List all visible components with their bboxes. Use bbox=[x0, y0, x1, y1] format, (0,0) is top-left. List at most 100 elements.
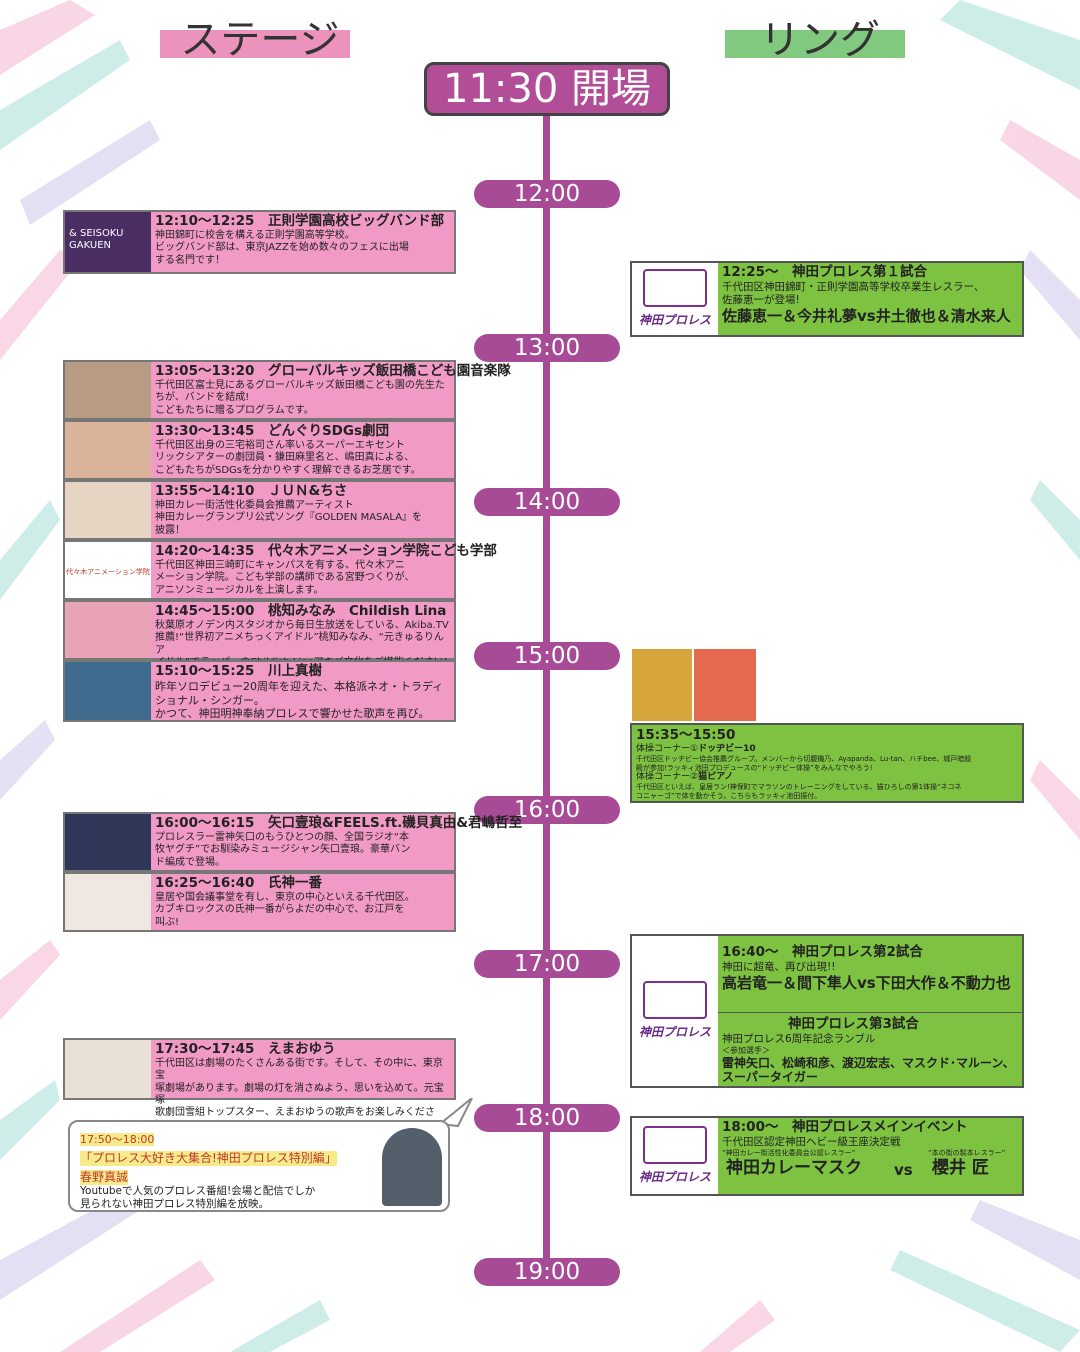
corner-name: 猫ピアノ bbox=[698, 772, 734, 782]
match-desc: 千代田区神田錦町・正則学園高等学校卒業生レスラー、 bbox=[722, 281, 985, 293]
bubble-desc: 見られない神田プロレス特別編を放映。 bbox=[80, 1198, 269, 1210]
event-title: 12:10〜12:25 正則学園高校ビッグバンド部 bbox=[155, 213, 445, 229]
event-desc: 千代田区神田三崎町にキャンパスを有する、代々木アニ bbox=[155, 560, 405, 571]
stage-event-emao: 17:30〜17:45 えまおゆう 千代田区は劇場のたくさんある街です。そして、… bbox=[63, 1038, 456, 1130]
event-title: 13:30〜13:45 どんぐりSDGs劇団 bbox=[155, 423, 389, 439]
match-desc: 神田プロレス6周年記念ランブル bbox=[722, 1033, 876, 1045]
exercise-photos bbox=[630, 647, 758, 723]
corner-label: 体操コーナー② bbox=[636, 772, 699, 782]
event-title: 15:10〜15:25 川上真樹 bbox=[155, 663, 322, 679]
kanda-pro-logo: 神田プロレス bbox=[632, 1118, 718, 1194]
match-card: スーパータイガー bbox=[722, 1070, 818, 1084]
event-desc: 披露！ bbox=[155, 524, 185, 536]
event-desc: プロレスラー雷神矢口のもうひとつの顔、全国ラジオ“本 bbox=[155, 832, 409, 843]
match-desc: 佐藤恵一が登場! bbox=[722, 294, 800, 306]
main-event-title: 18:00〜 神田プロレスメインイベント bbox=[722, 1119, 968, 1135]
ring-match-1: 神田プロレス 12:25〜 神田プロレス第１試合 千代田区神田錦町・正則学園高等… bbox=[630, 261, 1024, 337]
singer-photo bbox=[65, 662, 151, 720]
stage-event-yoani: 代々木アニメーション学院 14:20〜14:35 代々木アニメーション学院こども… bbox=[63, 540, 497, 600]
opening-time-box: 11:30 開場 bbox=[424, 62, 670, 116]
event-title: 17:30〜17:45 えまおゆう bbox=[155, 1041, 336, 1057]
event-title: 13:55〜14:10 ＪＵＮ&ちさ bbox=[155, 483, 348, 499]
event-desc: メーション学院。こども学部の講師である宮野つくりが、 bbox=[155, 572, 415, 584]
youtube-bubble: 17:50〜18:00 「プロレス大好き大集合!神田プロレス特別編」 春野真誠 … bbox=[68, 1120, 450, 1212]
corner-desc: 千代田区ドッヂビー協会推薦グループ。メンバーから切腹機乃、Ayapanda、Lu… bbox=[636, 755, 972, 763]
kanda-pro-logo: 神田プロレス bbox=[632, 263, 718, 335]
emao-photo bbox=[65, 1040, 151, 1098]
corner-desc: 殿が参加!ラッキィ池田プロデュースの“ドッヂビー体操”をみんなでやろう! bbox=[636, 763, 873, 772]
hour-marker: 13:00 bbox=[474, 334, 620, 362]
timeline-spine bbox=[543, 116, 550, 1276]
band-photo bbox=[65, 362, 151, 418]
stage-event-seisoku: & SEISOKU GAKUEN 12:10〜12:25 正則学園高校ビッグバン… bbox=[63, 210, 456, 274]
corner-desc: 千代田区といえば、皇居ラン!神保町でマラソンのトレーニングをしている、猫ひろしの… bbox=[636, 783, 962, 791]
duo-photo bbox=[65, 482, 151, 538]
event-desc: 神田カレー街活性化委員会推薦アーティスト bbox=[155, 500, 354, 511]
event-title: 16:00〜16:15 矢口壹琅&FEELS.ft.磯貝真由&君嶋哲至 bbox=[155, 815, 523, 831]
ring-header: リング bbox=[760, 17, 880, 63]
event-title: 16:25〜16:40 氏神一番 bbox=[155, 875, 322, 891]
event-desc: かつて、神田明神奉納プロレスで響かせた歌声を再び。 bbox=[155, 707, 430, 720]
guitarist-photo bbox=[65, 814, 151, 870]
right-wrestler: 櫻井 匠 bbox=[932, 1158, 989, 1178]
left-wrestler-sub: “神田カレー街活性化委員会公認レスラー” bbox=[722, 1149, 856, 1157]
stage-event-global-kids: 13:05〜13:20 グローバルキッズ飯田橋こども園音楽隊 千代田区富士見にあ… bbox=[63, 360, 511, 420]
stage-event-ujigami: 16:25〜16:40 氏神一番 皇居や国会議事堂を有し、東京の中心といえる千代… bbox=[63, 872, 456, 932]
event-desc: 千代田区出身の三宅裕司さん率いるスーパーエキセント bbox=[155, 440, 405, 451]
match-title: 12:25〜 神田プロレス第１試合 bbox=[722, 264, 927, 280]
main-event-desc: 千代田区認定神田ヘビー級王座決定戦 bbox=[722, 1136, 901, 1148]
event-title: 14:20〜14:35 代々木アニメーション学院こども学部 bbox=[155, 543, 497, 559]
match-divider bbox=[718, 1012, 1022, 1013]
performers-photo bbox=[65, 422, 151, 478]
event-desc: 秋葉原オノデン内スタジオから毎日生放送をしている、Akiba.TV bbox=[155, 620, 449, 631]
event-desc: カブキロックスの氏神一番がらよだの中心で、お江戸を bbox=[155, 904, 405, 916]
left-wrestler: 神田カレーマスク bbox=[726, 1158, 862, 1178]
event-title: 13:05〜13:20 グローバルキッズ飯田橋こども園音楽隊 bbox=[155, 363, 511, 379]
bubble-time: 17:50〜18:00 bbox=[80, 1133, 155, 1146]
event-desc: リックシアターの劇団員・鎌田麻里名と、嶋田真による、 bbox=[155, 452, 415, 464]
right-wrestler-sub: “本の街の製本レスラー” bbox=[928, 1149, 1006, 1157]
corner-name: ドッヂビー10 bbox=[698, 744, 756, 754]
event-desc: こどもたちがSDGsを分かりやすく理解できるお芝居です。 bbox=[155, 464, 421, 476]
hour-marker: 17:00 bbox=[474, 950, 620, 978]
ring-exercise-corner: 15:35〜15:50 体操コーナー①ドッヂビー10 千代田区ドッヂビー協会推薦… bbox=[630, 723, 1024, 803]
match-title: 神田プロレス第3試合 bbox=[788, 1016, 919, 1032]
event-desc: 叫ぶ! bbox=[155, 916, 180, 928]
stage-header-brush bbox=[160, 30, 350, 58]
event-desc: ショナル・シンガー。 bbox=[155, 693, 265, 707]
event-desc: ド編成で登場。 bbox=[155, 856, 225, 868]
stage-header: ステージ bbox=[180, 17, 340, 63]
event-desc: ビッグバンド部は、東京JAZZを始め数々のフェスに出場 bbox=[155, 242, 409, 254]
exercise-title: 15:35〜15:50 bbox=[636, 727, 736, 743]
event-desc: 推薦!“世界初アニメちっくアイドル”桃知みなみ、“元きゅるりんア bbox=[155, 632, 444, 656]
event-desc: 千代田区富士見にあるグローバルキッズ飯田橋こども園の先生た bbox=[155, 380, 445, 391]
event-desc: こどもたちに贈るプログラムです。 bbox=[155, 404, 314, 416]
stage-event-yaguchi: 16:00〜16:15 矢口壹琅&FEELS.ft.磯貝真由&君嶋哲至 プロレス… bbox=[63, 812, 523, 872]
hour-marker: 12:00 bbox=[474, 180, 620, 208]
hour-marker: 16:00 bbox=[474, 796, 620, 824]
match-card: 高岩竜一＆間下隼人vs下田大作＆不動力也 bbox=[722, 974, 1011, 992]
host-photo bbox=[382, 1128, 442, 1206]
match-desc: ＜参加選手＞ bbox=[722, 1046, 770, 1055]
bubble-desc: Youtubeで人気のプロレス番組!会場と配信でしか bbox=[80, 1185, 316, 1197]
versus: vs bbox=[894, 1161, 913, 1179]
kabuki-photo bbox=[65, 874, 151, 930]
yoani-logo: 代々木アニメーション学院 bbox=[65, 542, 151, 598]
idol-photo bbox=[65, 602, 151, 658]
event-desc: 神田カレーグランプリ公式ソング『GOLDEN MASALA』を bbox=[155, 512, 423, 524]
stage-event-momochi: 14:45〜15:00 桃知みなみ Childish Lina 秋葉原オノデン内… bbox=[63, 600, 456, 668]
event-desc: する名門です！ bbox=[155, 254, 225, 266]
hour-marker: 18:00 bbox=[474, 1104, 620, 1132]
stage-event-donguri: 13:30〜13:45 どんぐりSDGs劇団 千代田区出身の三宅裕司さん率いるス… bbox=[63, 420, 456, 480]
corner-desc: コニャーゴ”で体を動かそう。こちらもラッキィ池田振付。 bbox=[636, 791, 822, 800]
event-desc: 昨年ソロデビュー20周年を迎えた、本格派ネオ・トラディ bbox=[155, 680, 444, 693]
event-desc: ちが、バンドを結成! bbox=[155, 392, 250, 404]
seisoku-logo: & SEISOKU GAKUEN bbox=[65, 212, 151, 272]
match-desc: 神田に超竜、再び出現!! bbox=[722, 961, 836, 973]
event-desc: 塚劇場があります。劇場の灯を消さぬよう、思いを込めて。元宝塚 bbox=[155, 1082, 444, 1106]
kanda-pro-logo: 神田プロレス bbox=[632, 936, 718, 1086]
match-card: 雷神矢口、松崎和彦、渡辺宏志、マスクド･マルーン、 bbox=[722, 1056, 1015, 1070]
hour-marker: 15:00 bbox=[474, 642, 620, 670]
bubble-title: 「プロレス大好き大集合!神田プロレス特別編」 bbox=[80, 1151, 337, 1166]
